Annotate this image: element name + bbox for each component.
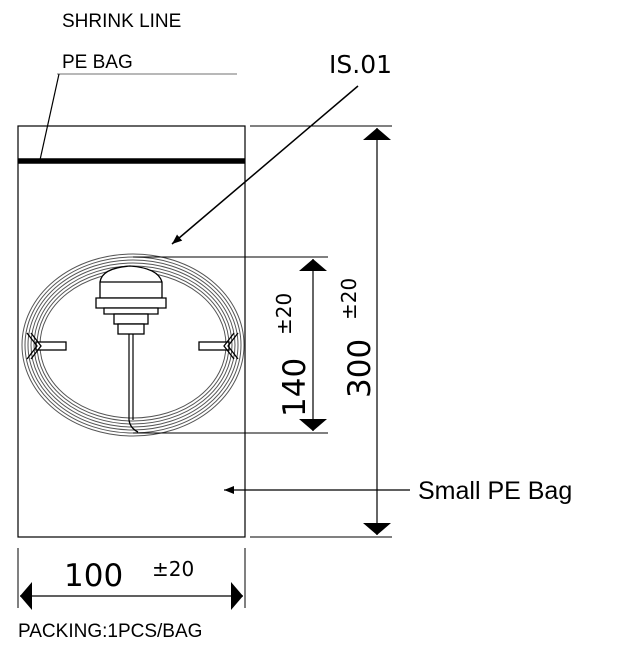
width-tolerance: ±20 <box>152 557 194 581</box>
bag-height-tolerance: ±20 <box>337 278 361 320</box>
width-value: 100 <box>64 558 123 594</box>
antenna-icon <box>95 265 167 433</box>
pe-bag-label: PE BAG <box>62 52 133 73</box>
coil-height-value: 140 <box>277 358 313 417</box>
part-id-label: IS.01 <box>329 50 392 79</box>
cable-tie-icon <box>26 332 67 360</box>
part-id-leader-arrow <box>171 85 359 245</box>
pe-bag-outline <box>17 125 246 538</box>
bag-height-value: 300 <box>342 339 378 398</box>
pe-bag-leader <box>39 73 60 161</box>
shrink-line-label: SHRINK LINE <box>62 11 181 32</box>
coil-height-tolerance: ±20 <box>272 293 296 335</box>
cable-tie-icon <box>198 332 239 360</box>
packing-note: PACKING:1PCS/BAG <box>18 621 202 642</box>
small-pe-bag-label: Small PE Bag <box>418 477 572 505</box>
